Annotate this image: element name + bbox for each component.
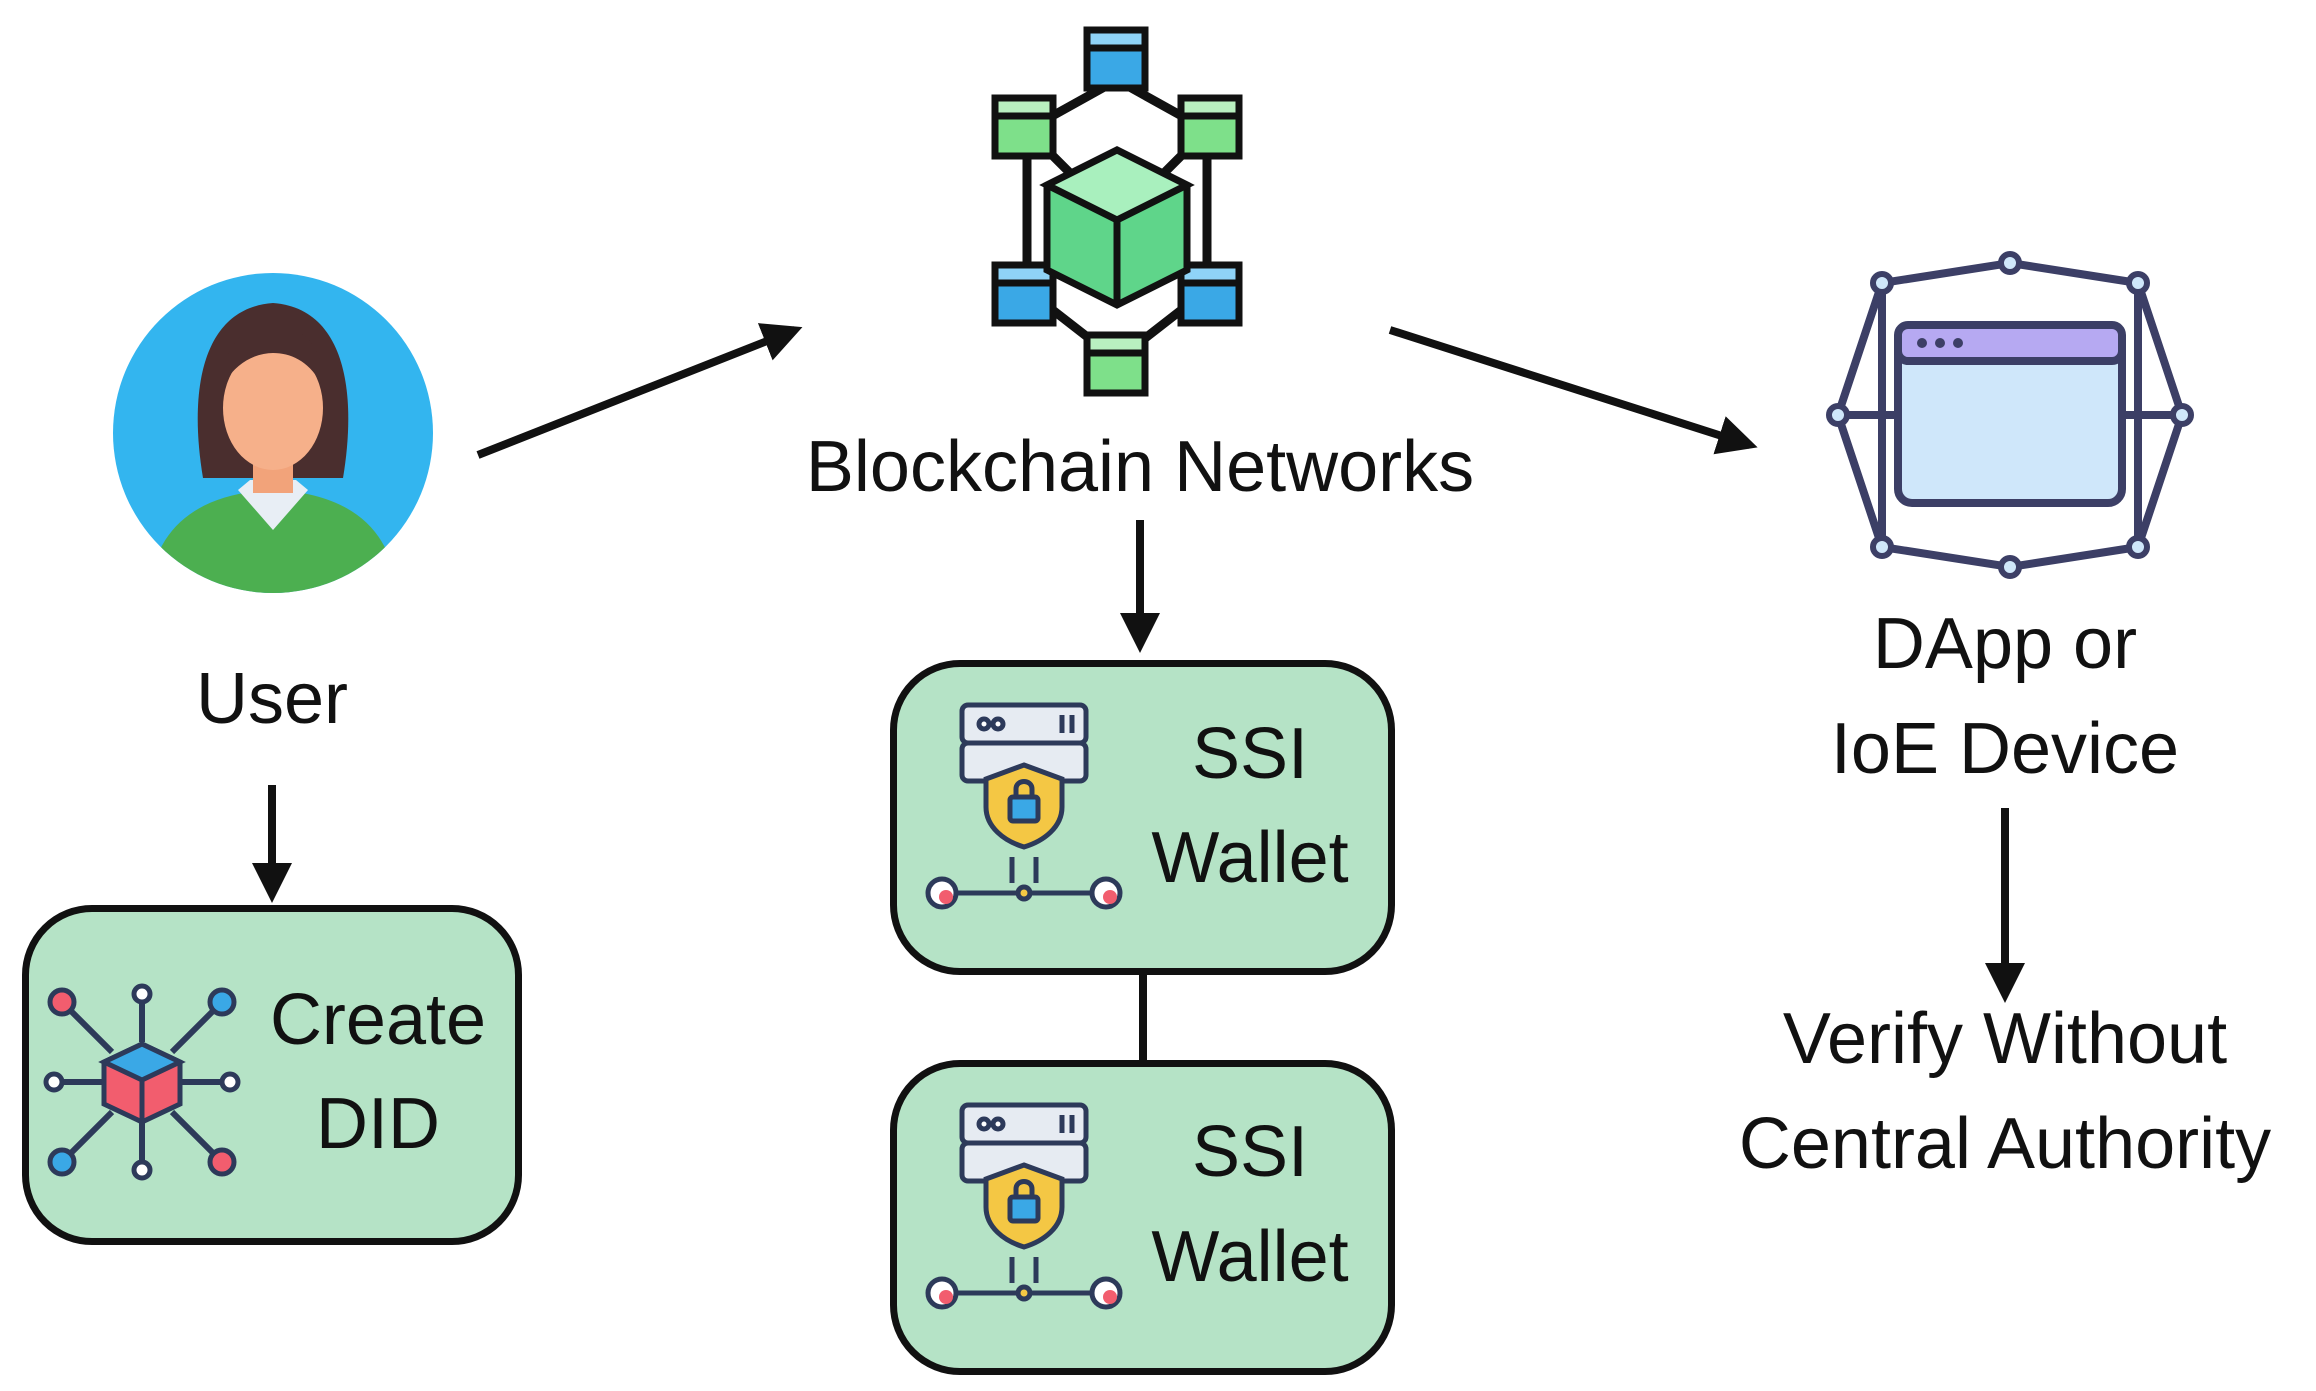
wallet-1-line2: Wallet [1151, 818, 1349, 898]
dapp-window-icon [1826, 251, 2194, 579]
dapp-label-line2: IoE Device [1830, 709, 2180, 789]
verify-label-line2: Central Authority [1738, 1104, 2272, 1184]
dapp-label-line1: DApp or [1872, 604, 2138, 684]
arrow-blockchain-to-dapp [1388, 326, 1758, 455]
wallet-1-line1: SSI [1191, 714, 1309, 794]
blockchain-label: Blockchain Networks [805, 427, 1475, 507]
arrow-user-to-blockchain [476, 323, 803, 459]
wallet-2-line2: Wallet [1151, 1217, 1349, 1297]
server-shield-lock-icon [925, 1102, 1123, 1310]
user-label: User [195, 659, 348, 739]
did-cube-icon [43, 983, 241, 1181]
wallet-2-line1: SSI [1191, 1112, 1309, 1192]
create-did-line1: Create [269, 980, 487, 1060]
server-shield-lock-icon [925, 702, 1123, 910]
blockchain-network-icon [991, 26, 1243, 397]
create-did-line2: DID [316, 1084, 440, 1164]
verify-label-line1: Verify Without [1782, 999, 2228, 1079]
user-avatar-icon [113, 273, 433, 593]
